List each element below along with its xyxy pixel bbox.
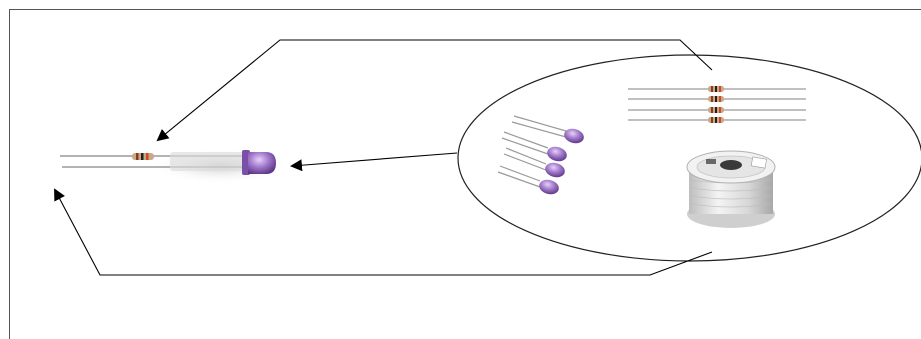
assembled-led-bulb [242, 150, 276, 175]
led-to-assembly-arrow [290, 152, 458, 172]
resistor [628, 117, 806, 123]
resistor-to-assembly-arrow [156, 39, 713, 142]
connector-arrows [54, 39, 713, 276]
led [497, 165, 559, 195]
heat-shrink-tube [170, 152, 245, 171]
led [503, 147, 565, 178]
assembled-led [60, 148, 290, 184]
resistor [628, 107, 806, 113]
wire-to-assembly-arrow [54, 188, 713, 276]
wire-spool [686, 150, 776, 228]
assembled-resistor [132, 153, 154, 160]
led-set [497, 115, 584, 195]
led [501, 131, 567, 162]
diagram-frame [9, 9, 921, 339]
led [511, 115, 584, 144]
parts-ellipse [457, 54, 921, 262]
resistor [628, 86, 806, 92]
resistor-set [628, 86, 806, 123]
resistor [628, 96, 806, 102]
